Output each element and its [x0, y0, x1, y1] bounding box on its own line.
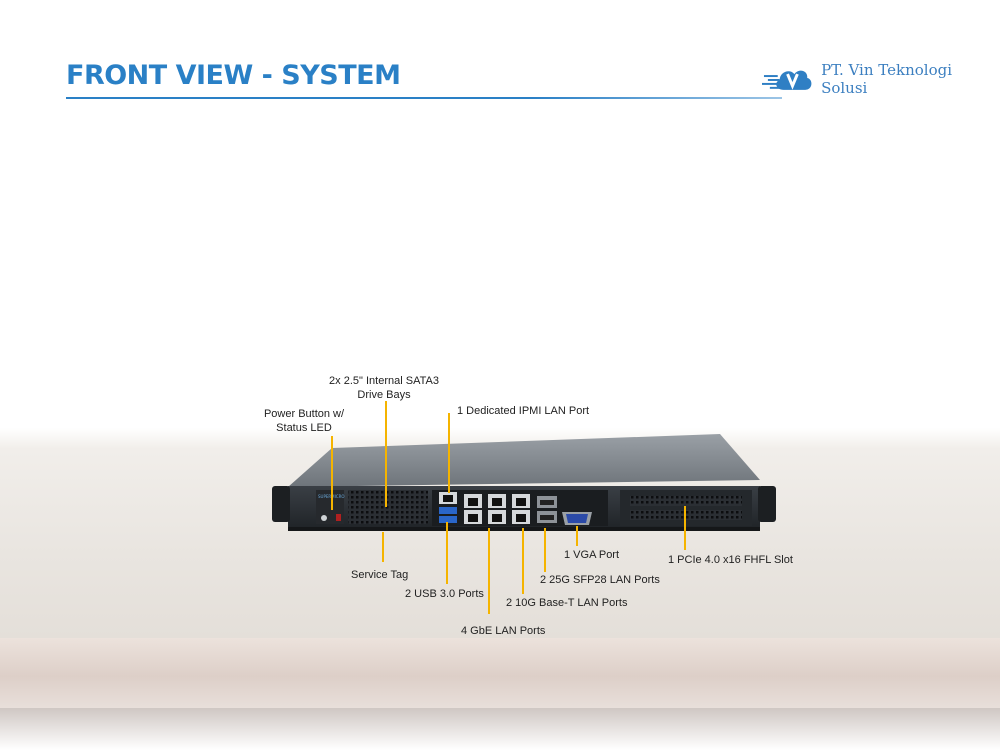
- title-divider: [66, 97, 782, 99]
- v-cloud-logo-icon: [762, 70, 812, 90]
- pcie-slot-cover: [620, 490, 752, 526]
- leader-usb: [446, 522, 448, 584]
- callout-base-t: 2 10G Base-T LAN Ports: [506, 597, 628, 609]
- page-title: FRONT VIEW - SYSTEM: [66, 60, 401, 91]
- shelf-edge: [0, 638, 1000, 708]
- power-button-icon: [321, 515, 327, 521]
- callout-drive-bays: 2x 2.5" Internal SATA3 Drive Bays: [329, 374, 439, 402]
- callout-ipmi: 1 Dedicated IPMI LAN Port: [457, 405, 590, 417]
- leader-drive-bays: [385, 401, 387, 507]
- right-rack-ear: [758, 486, 776, 522]
- callout-power-button-line2: Status LED: [276, 422, 332, 434]
- callout-pcie: 1 PCIe 4.0 x16 FHFL Slot: [668, 554, 793, 566]
- callout-vga: 1 VGA Port: [564, 549, 620, 561]
- leader-vga: [576, 526, 578, 546]
- leader-pcie: [684, 506, 686, 550]
- callout-usb: 2 USB 3.0 Ports: [405, 588, 484, 600]
- chassis-top: [288, 434, 760, 487]
- callout-drive-bays-line2: Drive Bays: [357, 389, 411, 401]
- callout-power-button: Power Button w/ Status LED: [264, 407, 344, 435]
- brand-name: PT. Vin Teknologi Solusi: [821, 61, 953, 97]
- callout-drive-bays-line1: 2x 2.5" Internal SATA3: [329, 375, 439, 387]
- leader-service-tag: [382, 532, 384, 562]
- left-rack-ear: [272, 486, 290, 522]
- callout-sfp28: 2 25G SFP28 LAN Ports: [540, 574, 660, 586]
- shelf-shadow: [0, 708, 1000, 750]
- leader-base-t: [522, 528, 524, 594]
- callout-service-tag: Service Tag: [351, 569, 409, 581]
- leader-gbe: [488, 528, 490, 614]
- callout-gbe: 4 GbE LAN Ports: [461, 625, 546, 637]
- leader-sfp28: [544, 528, 546, 572]
- brand-logo: PT. Vin Teknologi Solusi: [762, 61, 1000, 97]
- leader-power-button: [331, 436, 333, 510]
- leader-ipmi: [448, 413, 450, 493]
- callout-power-button-line1: Power Button w/: [263, 408, 345, 420]
- drive-bay-vent: [348, 490, 428, 524]
